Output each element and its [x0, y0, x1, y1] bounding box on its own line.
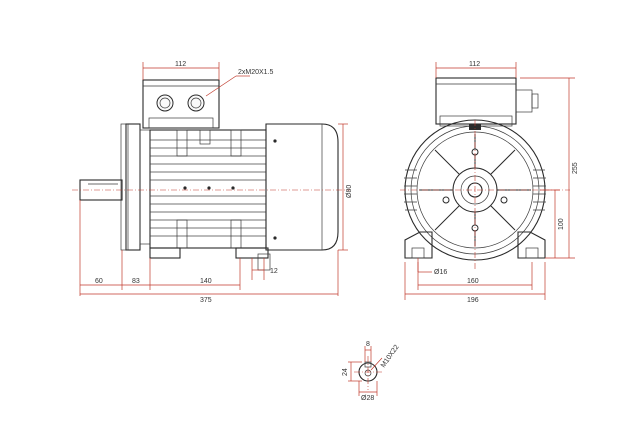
- side-dimensions: [79, 62, 348, 296]
- front-terminal-box: [435, 77, 539, 127]
- side-view: 112 2xM20X1.5 Ø80 60 83 140 12 375: [72, 61, 353, 304]
- dim-side-top-width: 112: [175, 61, 186, 68]
- front-view: 112 255 100 Ø16 160 196: [400, 61, 579, 304]
- dim-overall-length: 375: [200, 297, 212, 304]
- end-shield-left: [120, 123, 151, 251]
- dim-key-width: 8: [366, 341, 370, 348]
- dim-foot-span: 160: [467, 278, 479, 285]
- dim-shaft-length: 60: [95, 278, 103, 285]
- motor-body: [149, 129, 277, 249]
- fan-cover: [265, 123, 339, 251]
- dim-shaft-diameter: Ø28: [361, 395, 374, 402]
- dim-foot-hole: Ø16: [434, 269, 447, 276]
- dim-key-height: 24: [342, 368, 349, 376]
- shaft-end-detail: 8 24 M10X22 Ø28: [342, 341, 401, 402]
- dim-front-top-width: 112: [469, 61, 480, 68]
- dim-overall-width: 196: [467, 297, 479, 304]
- dim-shaft-thread: M10X22: [380, 344, 401, 369]
- dim-frame-diameter: Ø80: [346, 185, 353, 198]
- dim-83: 83: [132, 278, 140, 285]
- dim-shaft-height: 100: [558, 218, 565, 230]
- dim-140: 140: [200, 278, 212, 285]
- dim-front-height: 255: [572, 162, 579, 174]
- dim-12: 12: [270, 268, 278, 275]
- front-fins: [404, 169, 546, 211]
- label-cable-gland: 2xM20X1.5: [238, 69, 274, 76]
- terminal-box: [142, 79, 220, 129]
- front-dimensions: [404, 62, 575, 300]
